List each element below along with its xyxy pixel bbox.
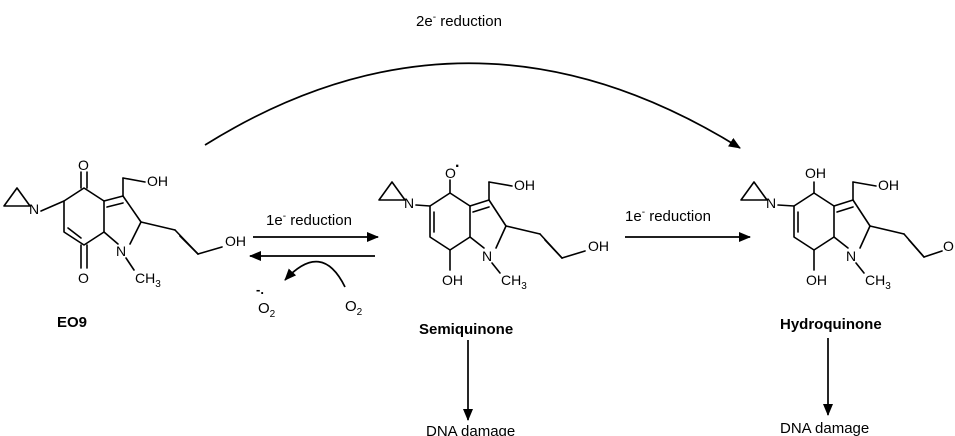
svg-text:O: O <box>445 165 456 181</box>
one-electron-label-1: 1e- reduction <box>266 211 352 229</box>
two-electron-reduction-arrow <box>204 62 741 149</box>
hydroquinone-structure: N OH OH N CH3 OH OH <box>740 165 955 292</box>
svg-text:O: O <box>78 157 89 173</box>
oxygen-label: O2 <box>345 298 363 318</box>
svg-text:N: N <box>846 248 856 264</box>
eo9-structure: N O O N CH3 OH OH <box>3 157 246 290</box>
svg-text:CH3: CH3 <box>135 270 161 290</box>
svg-text:N: N <box>766 195 776 211</box>
hydroquinone-dna-damage-label: DNA damage <box>780 420 869 436</box>
superoxide-radical-mark: -. <box>256 282 264 297</box>
semiquinone-structure: N O . OH N CH3 OH OH <box>378 154 609 292</box>
svg-text:OH: OH <box>943 238 955 254</box>
svg-text:CH3: CH3 <box>865 272 891 292</box>
hydroquinone-label: Hydroquinone <box>780 316 882 333</box>
svg-text:OH: OH <box>147 173 168 189</box>
svg-text:N: N <box>29 201 39 217</box>
semiquinone-dna-damage-label: DNA damage <box>426 423 515 436</box>
svg-text:OH: OH <box>806 272 827 288</box>
svg-text:OH: OH <box>514 177 535 193</box>
svg-text:N: N <box>482 248 492 264</box>
svg-text:N: N <box>404 195 414 211</box>
oxygen-conversion-arrow <box>284 260 346 288</box>
svg-text:OH: OH <box>805 165 826 181</box>
svg-text:OH: OH <box>878 177 899 193</box>
svg-text:OH: OH <box>588 238 609 254</box>
svg-text:O: O <box>78 270 89 286</box>
svg-text:OH: OH <box>442 272 463 288</box>
svg-text:OH: OH <box>225 233 246 249</box>
svg-text:N: N <box>116 243 126 259</box>
one-electron-label-2: 1e- reduction <box>625 207 711 225</box>
svg-text:CH3: CH3 <box>501 272 527 292</box>
semiquinone-label: Semiquinone <box>419 321 513 338</box>
svg-text:.: . <box>455 154 459 171</box>
eo9-label: EO9 <box>57 314 87 331</box>
superoxide-label: O2 <box>258 300 276 320</box>
two-electron-label: 2e- reduction <box>416 12 502 30</box>
